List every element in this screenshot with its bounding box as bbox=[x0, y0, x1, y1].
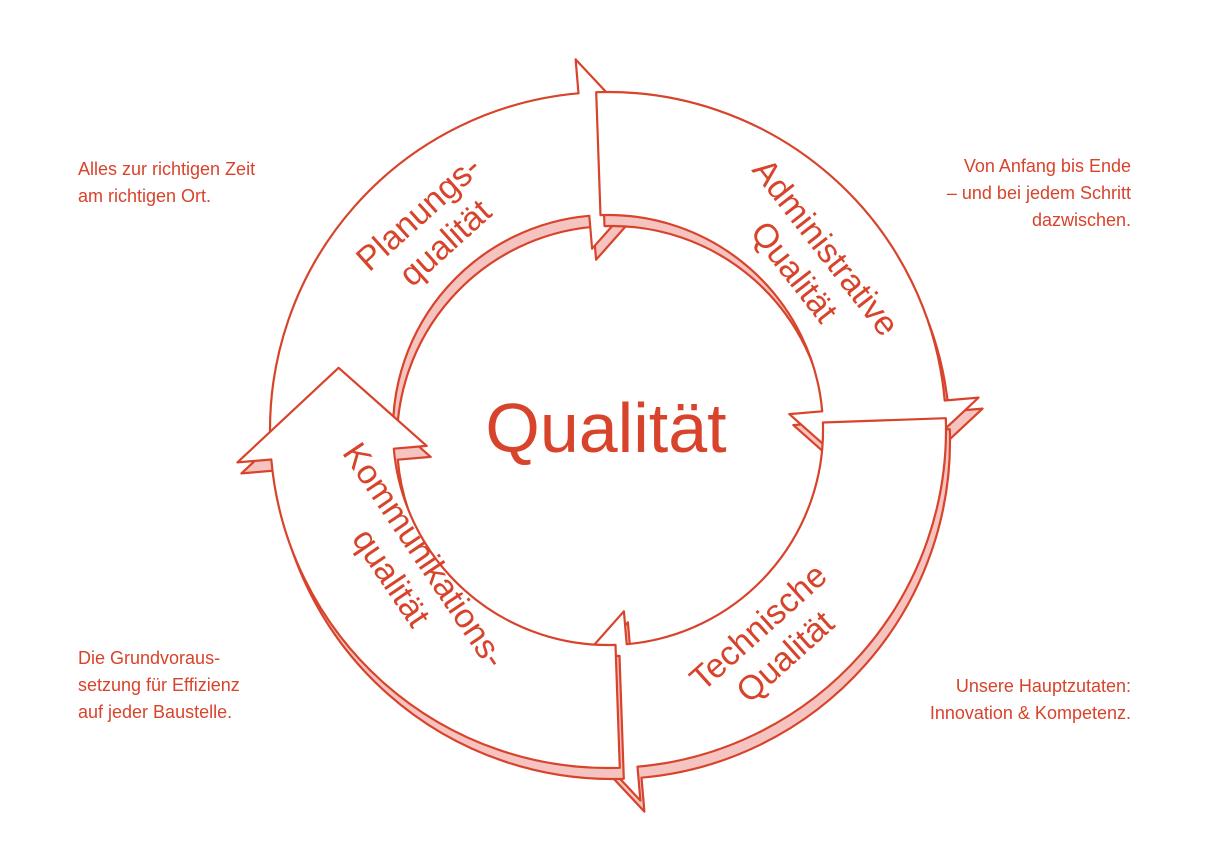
note-bottom-left-line: Die Grundvoraus- bbox=[78, 648, 221, 668]
arrow-technisch bbox=[544, 417, 948, 802]
note-bottom-left-line: auf jeder Baustelle. bbox=[78, 702, 233, 722]
note-bottom-right-line: Unsere Hauptzutaten: bbox=[955, 676, 1131, 696]
note-top-right: Von Anfang bis Ende – und bei jedem Schr… bbox=[947, 153, 1131, 234]
note-bottom-left: Die Grundvoraus- setzung für Effizienz a… bbox=[78, 645, 240, 726]
center-label: Qualität bbox=[485, 389, 726, 467]
arrow-kommunikation bbox=[236, 366, 621, 770]
note-top-right-line: Von Anfang bis Ende bbox=[963, 156, 1131, 176]
arrow-administrativ bbox=[595, 90, 980, 494]
note-top-left-line: am richtigen Ort. bbox=[78, 186, 212, 206]
arrow-planung bbox=[268, 58, 672, 443]
note-bottom-right: Unsere Hauptzutaten: Innovation & Kompet… bbox=[930, 673, 1131, 727]
note-top-right-line: – und bei jedem Schritt bbox=[946, 183, 1131, 203]
note-bottom-left-line: setzung für Effizienz bbox=[78, 675, 240, 695]
note-bottom-right-line: Innovation & Kompetenz. bbox=[929, 703, 1131, 723]
cycle-arrows bbox=[236, 58, 984, 813]
note-top-left: Alles zur richtigen Zeit am richtigen Or… bbox=[78, 156, 255, 210]
note-top-left-line: Alles zur richtigen Zeit bbox=[78, 159, 256, 179]
note-top-right-line: dazwischen. bbox=[1031, 210, 1131, 230]
